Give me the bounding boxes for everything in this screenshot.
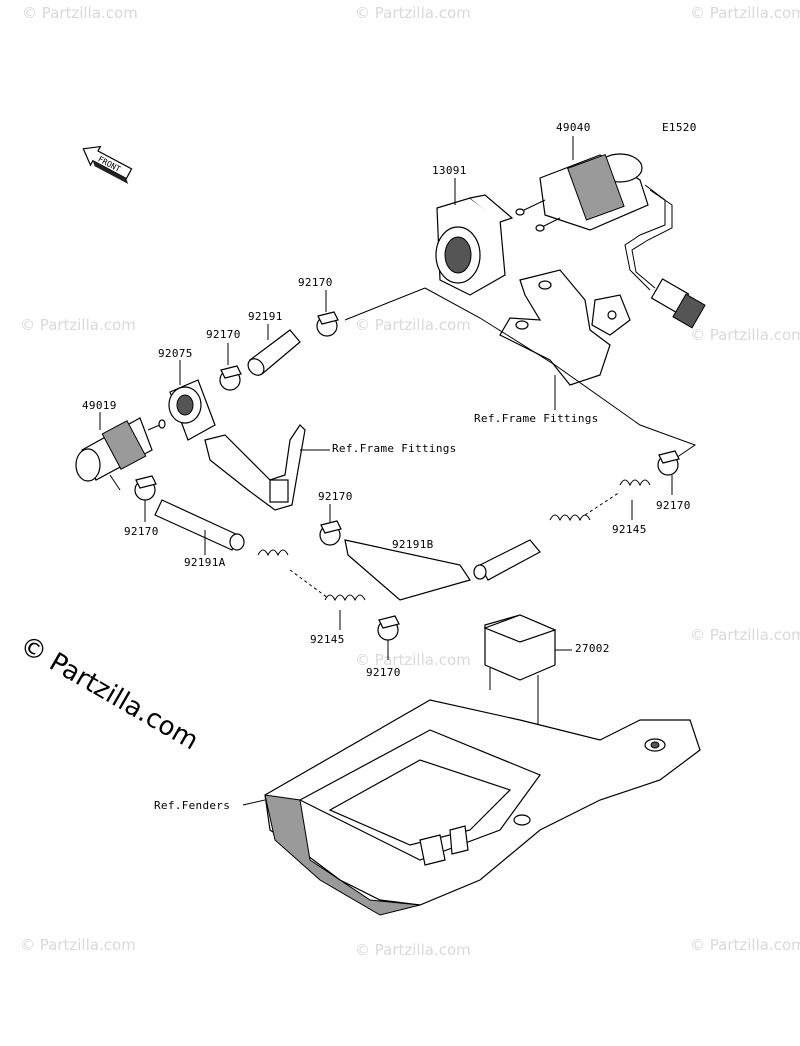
part-number-49040: 49040 — [556, 121, 591, 134]
filter-holder-92075 — [168, 379, 216, 441]
clamp-92170-b — [219, 365, 242, 391]
part-number-92145-right: 92145 — [612, 523, 647, 536]
clamp-92170-e — [657, 450, 680, 476]
hose-92191B — [344, 539, 541, 601]
watermark: © Partzilla.com — [355, 651, 471, 669]
part-number-92145-left: 92145 — [310, 633, 345, 646]
hose-92191A — [154, 499, 245, 551]
fuel-filter-49040 — [515, 153, 706, 329]
relay-27002 — [483, 614, 557, 690]
frame-fitting-lower — [204, 424, 306, 511]
dashed-assembly-line — [424, 287, 697, 463]
part-number-92170-d: 92170 — [318, 490, 353, 503]
clamp-92170-a — [316, 311, 339, 337]
fuel-filter-49019 — [75, 417, 166, 491]
frame-fitting-upper — [499, 269, 631, 386]
part-number-92170-b: 92170 — [206, 328, 241, 341]
leader-line — [242, 799, 266, 806]
watermark: © Partzilla.com — [355, 941, 471, 959]
front-arrow-icon: FRONT — [82, 145, 133, 184]
part-number-92170-f: 92170 — [366, 666, 401, 679]
ref-frame-fittings-lower: Ref.Frame Fittings — [332, 442, 457, 455]
watermark: © Partzilla.com — [690, 936, 800, 954]
part-number-92170-c: 92170 — [124, 525, 159, 538]
diagram-code: E1520 — [662, 121, 697, 134]
rear-fender-tray — [264, 699, 701, 916]
watermark-grid: © Partzilla.com © Partzilla.com © Partzi… — [20, 4, 800, 959]
copyright-text: © Partzilla.com — [15, 630, 204, 756]
part-number-92170-e: 92170 — [656, 499, 691, 512]
watermark: © Partzilla.com — [690, 4, 800, 22]
part-number-27002: 27002 — [575, 642, 610, 655]
watermark: © Partzilla.com — [20, 936, 136, 954]
ref-frame-fittings-upper: Ref.Frame Fittings — [474, 412, 599, 425]
filter-holder-13091 — [435, 194, 514, 296]
part-number-92191B: 92191B — [392, 538, 434, 551]
part-number-49019: 49019 — [82, 399, 117, 412]
watermark: © Partzilla.com — [355, 4, 471, 22]
watermark: © Partzilla.com — [22, 4, 138, 22]
watermark: © Partzilla.com — [690, 626, 800, 644]
watermark: © Partzilla.com — [355, 316, 471, 334]
spring-92145-left — [257, 549, 366, 602]
clamp-92170-c — [134, 475, 157, 501]
watermark: © Partzilla.com — [20, 316, 136, 334]
part-number-92170-a: 92170 — [298, 276, 333, 289]
part-number-13091: 13091 — [432, 164, 467, 177]
ref-fenders: Ref.Fenders — [154, 799, 230, 812]
part-number-92191: 92191 — [248, 310, 283, 323]
clamp-92170-f — [377, 615, 400, 641]
part-number-92075: 92075 — [158, 347, 193, 360]
hose-92191 — [247, 329, 301, 376]
spring-92145-right — [549, 479, 651, 522]
part-number-92191A: 92191A — [184, 556, 226, 569]
clamp-92170-d — [319, 520, 342, 546]
connection-line — [344, 287, 426, 321]
watermark: © Partzilla.com — [690, 326, 800, 344]
